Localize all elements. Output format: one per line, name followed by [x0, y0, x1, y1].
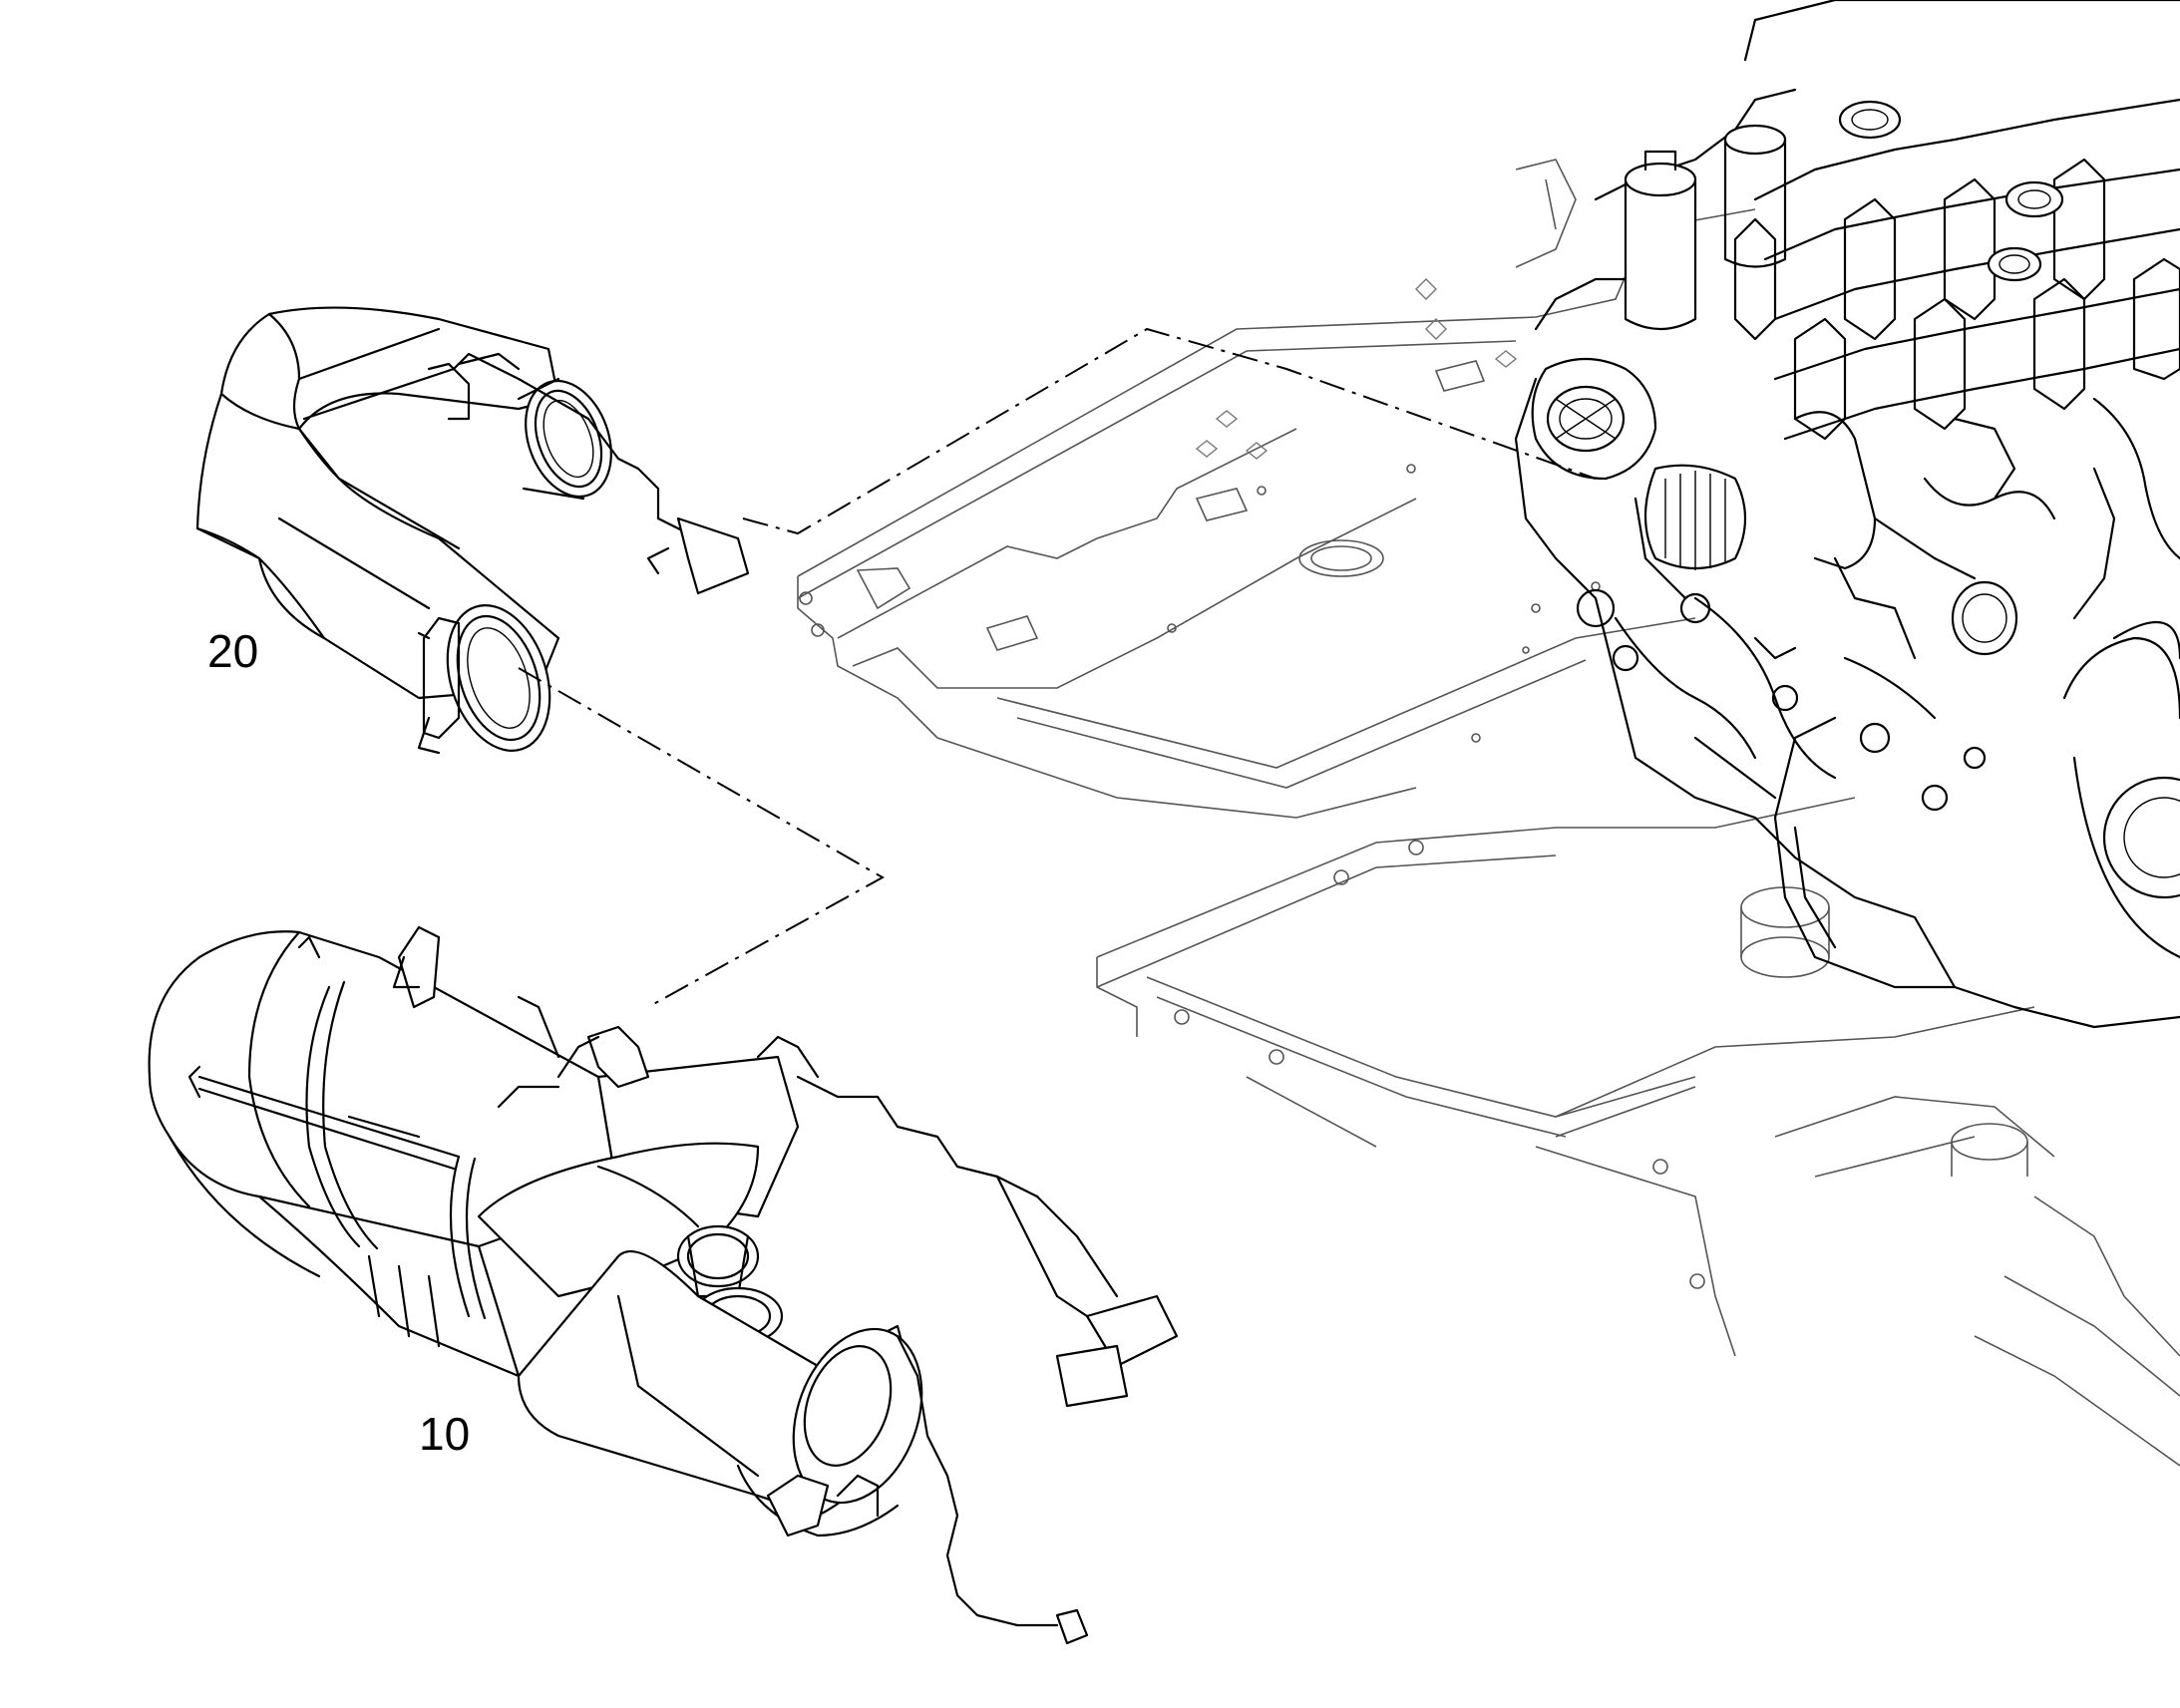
callout-part-10: 10: [419, 1408, 471, 1460]
engine-assembly: [1514, 0, 2180, 1029]
assembly-lines: [518, 327, 1597, 1008]
assembly-line-pipe-to-engine: [742, 327, 1597, 535]
callout-part-20: 20: [207, 625, 259, 677]
assembly-line-pipe-to-aftertreatment: [518, 667, 886, 1008]
part-10-aftertreatment: [148, 925, 1179, 1645]
frame-hardware: [1195, 278, 1518, 460]
chassis-frame: [797, 159, 2180, 1467]
part-20-exhaust-pipe: [195, 306, 750, 755]
